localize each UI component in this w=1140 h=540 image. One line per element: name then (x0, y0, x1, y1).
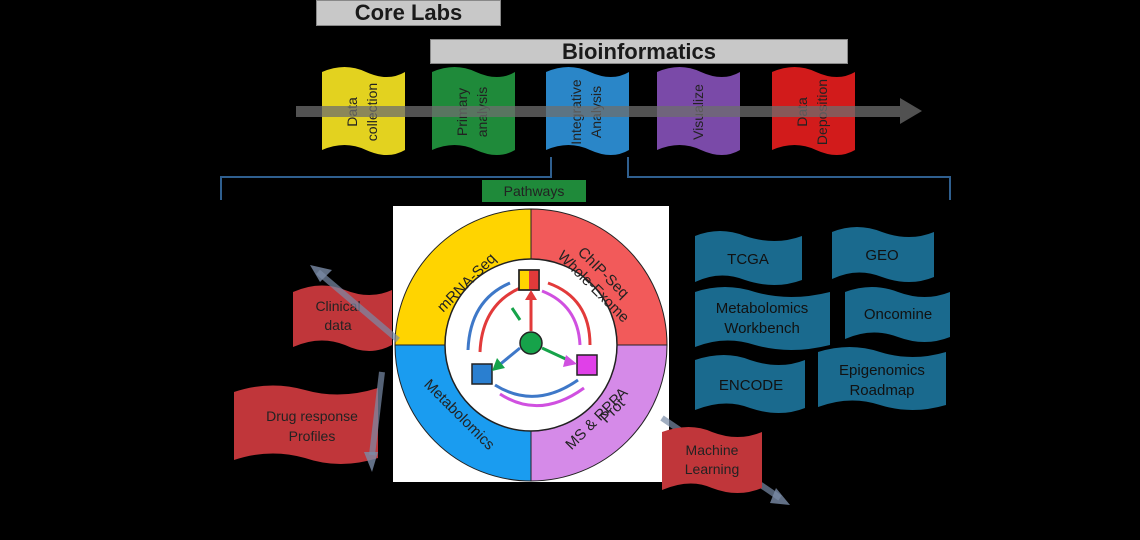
svg-text:Oncomine: Oncomine (864, 306, 932, 323)
svg-text:Metabolomics: Metabolomics (716, 300, 809, 317)
pathways-label: Pathways (504, 183, 565, 199)
machine-learning-box: Machine Learning (662, 427, 762, 493)
node-center (519, 331, 543, 355)
db-epigenomics-roadmap: Epigenomics Roadmap (818, 347, 946, 410)
svg-text:data: data (324, 317, 351, 333)
svg-text:TCGA: TCGA (727, 251, 769, 268)
svg-text:Learning: Learning (685, 461, 740, 477)
bioinformatics-bar: Bioinformatics (430, 39, 848, 64)
node-magenta (576, 354, 598, 376)
db-metabolomics-workbench: Metabolomics Workbench (695, 287, 830, 350)
svg-text:Profiles: Profiles (289, 428, 336, 444)
node-blue (471, 363, 493, 385)
svg-text:Epigenomics: Epigenomics (839, 362, 925, 379)
db-encode: ENCODE (695, 355, 805, 413)
svg-text:GEO: GEO (865, 247, 898, 264)
wheel: mRNA-Seq ChIP-Seq Whole-Exome Metabolomi… (394, 208, 668, 482)
pipeline-arrow (296, 98, 922, 124)
pathways-badge (482, 180, 586, 202)
bracket (220, 157, 951, 200)
drug-response-box: Drug response Profiles (234, 385, 378, 464)
core-labs-bar: Core Labs (316, 0, 501, 26)
svg-text:ENCODE: ENCODE (719, 377, 783, 394)
db-oncomine: Oncomine (845, 287, 950, 342)
pipeline-step-integrative-analysis: Integrative Analysis (546, 67, 629, 155)
svg-text:Machine: Machine (686, 442, 739, 458)
svg-text:Drug response: Drug response (266, 408, 358, 424)
svg-text:Roadmap: Roadmap (849, 382, 914, 399)
svg-text:Workbench: Workbench (724, 320, 800, 337)
db-tcga: TCGA (695, 231, 802, 285)
db-geo: GEO (832, 227, 934, 282)
